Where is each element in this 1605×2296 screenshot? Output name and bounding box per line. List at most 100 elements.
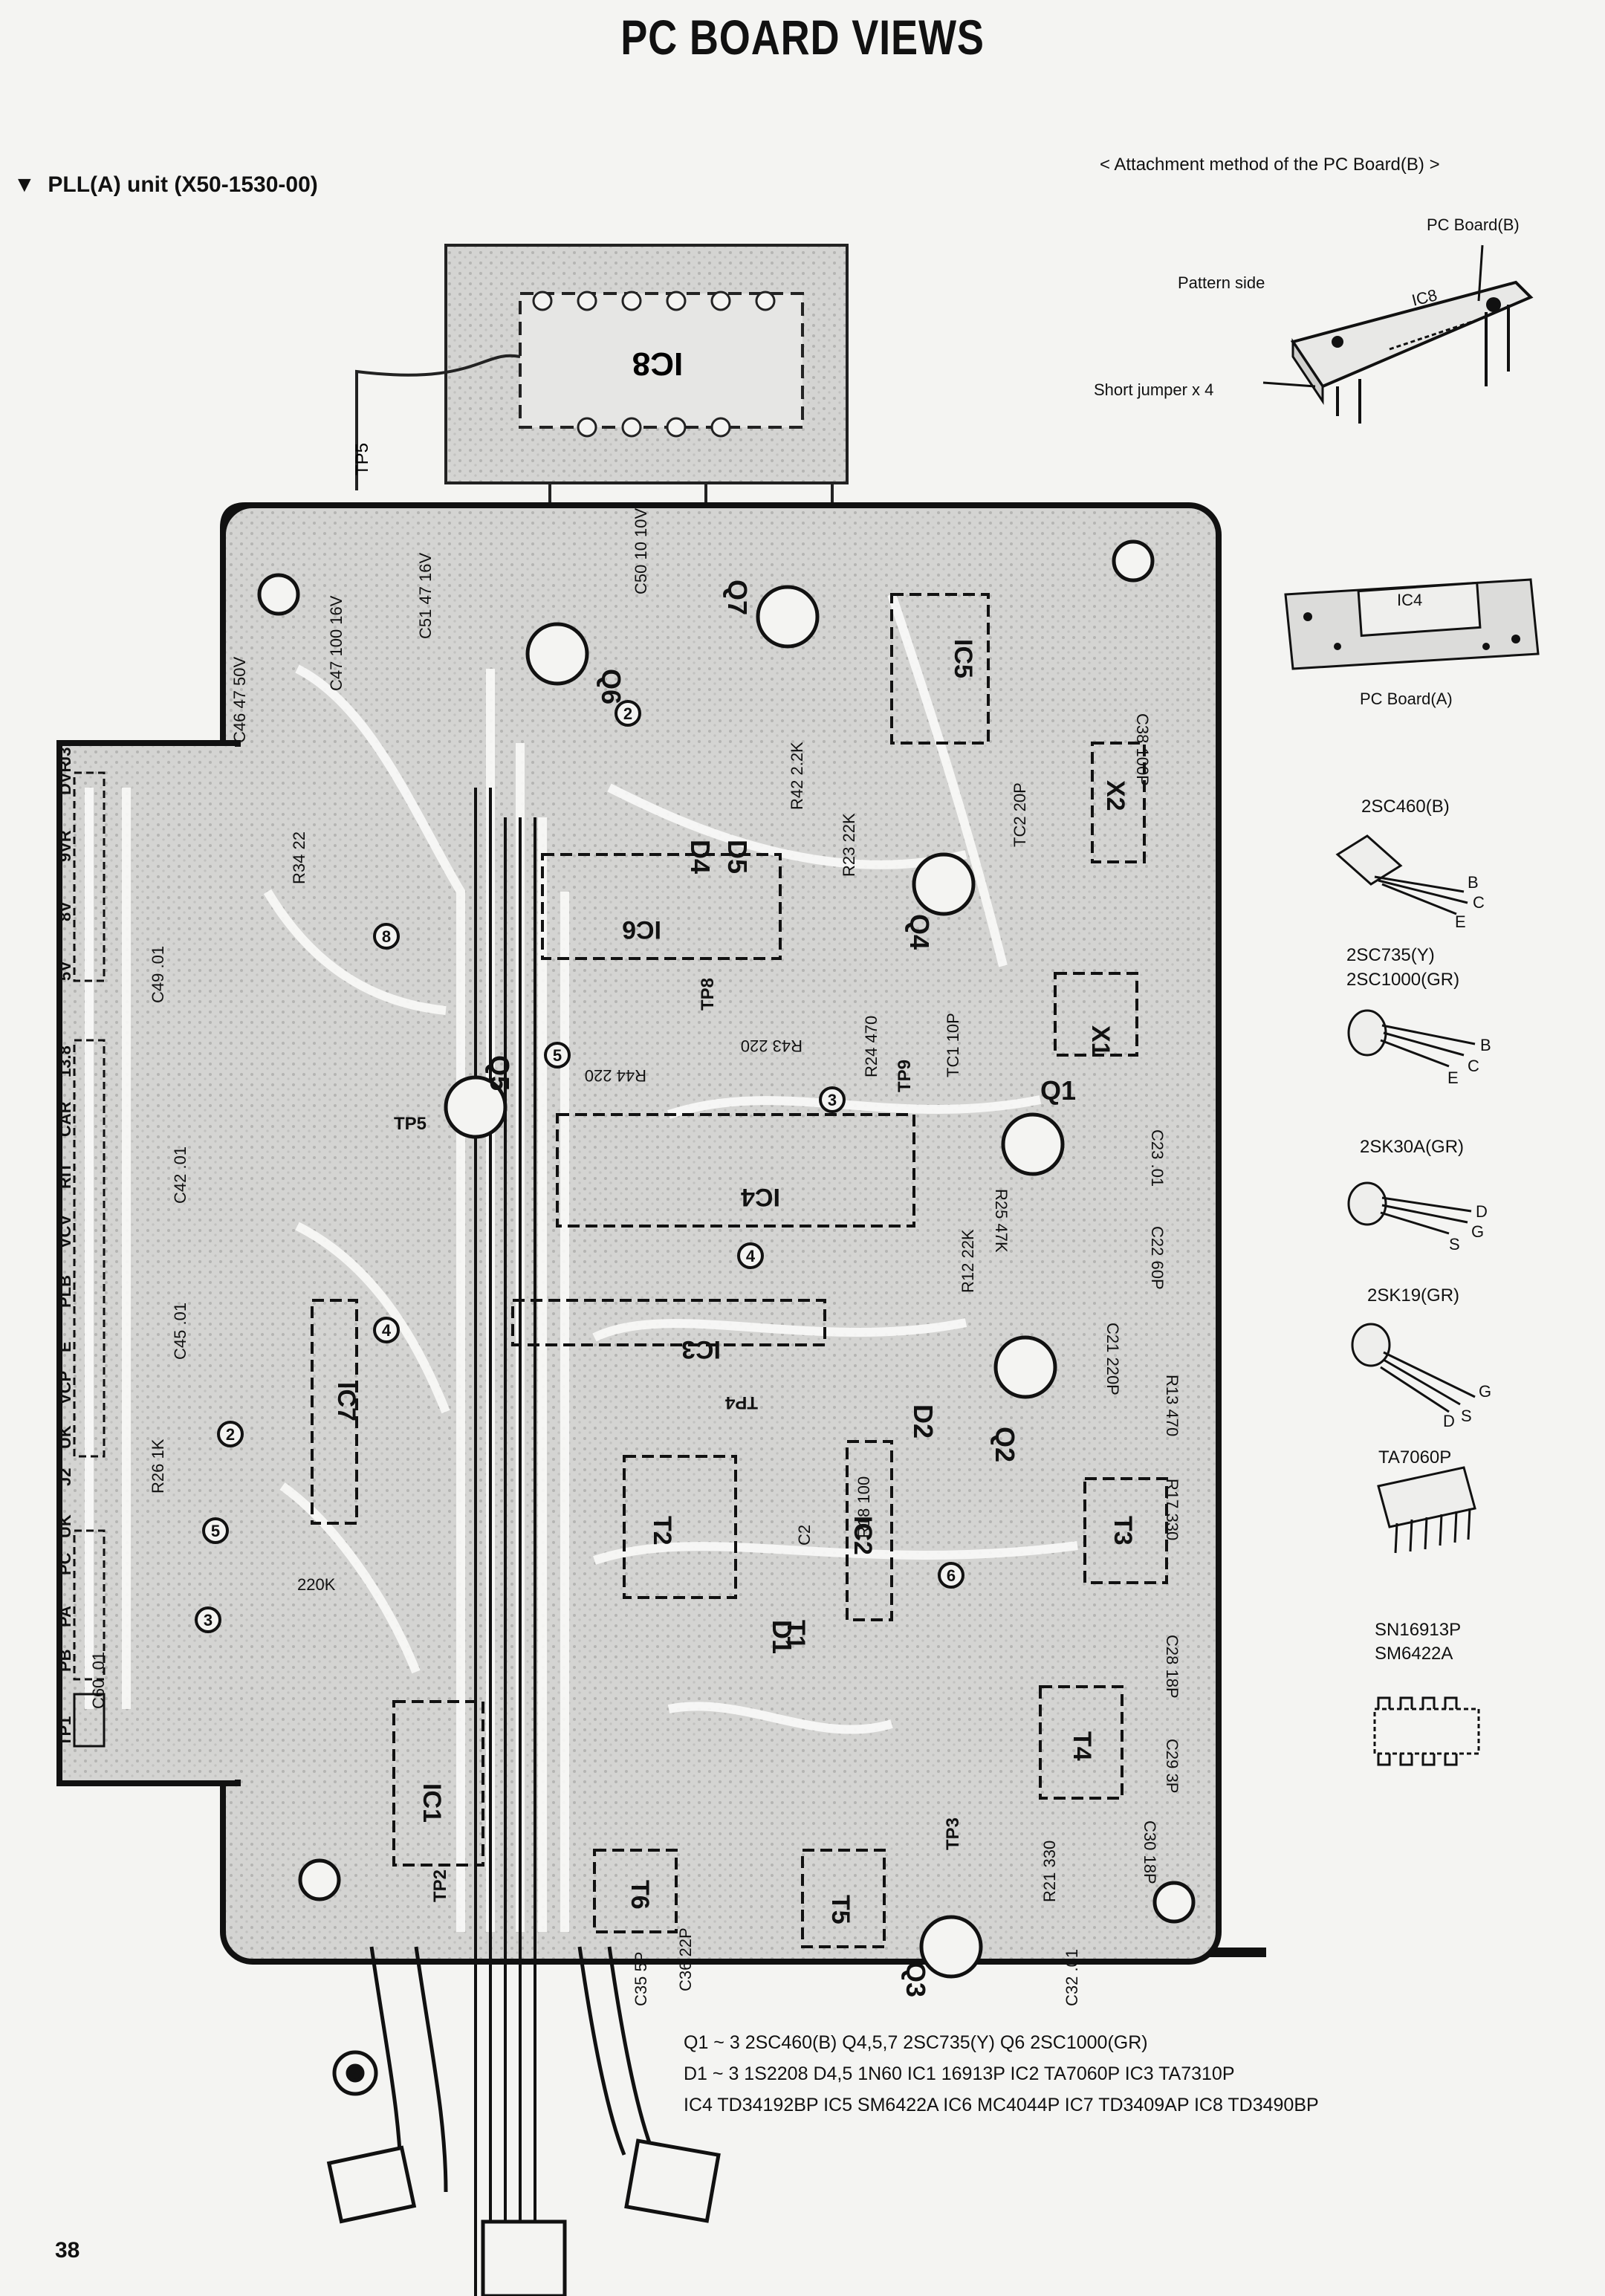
connector-strips (73, 771, 106, 1748)
svg-text:C42 .01: C42 .01 (171, 1147, 189, 1204)
svg-text:C49 .01: C49 .01 (149, 946, 167, 1003)
legend-line-1: Q1 ~ 3 2SC460(B) Q4,5,7 2SC735(Y) Q6 2SC… (684, 2032, 1148, 2053)
test-points: 23 54 56 38 24 (195, 700, 964, 1633)
svg-text:PC: PC (56, 1552, 74, 1575)
svg-text:IC8: IC8 (632, 346, 683, 382)
svg-text:IC6: IC6 (622, 915, 661, 944)
svg-text:C60 .01: C60 .01 (89, 1652, 108, 1709)
ic-labels: IC7 IC6 IC4 IC3 IC5 IC1 IC2 X2 X1 T3 T4 … (332, 639, 1137, 1924)
svg-text:TP8: TP8 (698, 978, 718, 1011)
pin-b-2sc460: B (1468, 873, 1479, 892)
svg-text:R42 2.2K: R42 2.2K (788, 742, 806, 810)
svg-text:R12 22K: R12 22K (959, 1229, 977, 1293)
pin-g-2sk30a: G (1471, 1222, 1485, 1241)
svg-text:3: 3 (828, 1091, 837, 1109)
pkg-ta7060p-icon (1377, 1466, 1476, 1554)
svg-text:C45 .01: C45 .01 (171, 1303, 189, 1360)
pc-board-a-label: PC Board(A) (1360, 690, 1453, 708)
svg-text:D1: D1 (767, 1620, 797, 1654)
svg-text:TP2: TP2 (430, 1869, 450, 1902)
pin-s-2sk19: S (1461, 1407, 1472, 1425)
pin-d-2sk30a: D (1476, 1202, 1488, 1221)
svg-text:R24 470: R24 470 (862, 1016, 881, 1077)
svg-text:Q5: Q5 (484, 1055, 515, 1091)
pc-board-a-sketch (1284, 578, 1540, 670)
wire-harness (369, 1946, 656, 2193)
pkg-dip-icon (1373, 1696, 1480, 1766)
svg-text:R34 22: R34 22 (290, 831, 308, 884)
svg-text:C32 .01: C32 .01 (1063, 1949, 1081, 2006)
svg-text:C51 47 16V: C51 47 16V (416, 552, 435, 639)
connector-labels: 5V 8V 9VR DVR J3 UK VCP E PLB VCV RIT CA… (56, 748, 74, 1746)
svg-text:TP3: TP3 (943, 1817, 963, 1850)
svg-text:R18 100: R18 100 (855, 1476, 873, 1538)
svg-text:Q3: Q3 (901, 1962, 931, 1997)
svg-text:3: 3 (204, 1611, 213, 1629)
svg-text:Q2: Q2 (990, 1427, 1020, 1462)
legend-line-2: D1 ~ 3 1S2208 D4,5 1N60 IC1 16913P IC2 T… (684, 2063, 1235, 2084)
svg-text:D2: D2 (908, 1404, 938, 1439)
svg-text:C36 22P: C36 22P (676, 1927, 695, 1991)
svg-text:PLB: PLB (56, 1275, 74, 1308)
svg-text:5: 5 (211, 1522, 220, 1540)
svg-text:J2: J2 (56, 1468, 74, 1486)
svg-text:R21 330: R21 330 (1040, 1841, 1059, 1902)
svg-text:T2: T2 (648, 1516, 676, 1546)
svg-text:X1: X1 (1086, 1025, 1115, 1057)
svg-text:R44 220: R44 220 (585, 1066, 646, 1085)
attachment-sketch (1262, 244, 1534, 424)
svg-text:UK: UK (56, 1514, 74, 1538)
svg-text:220K: 220K (297, 1575, 336, 1594)
svg-text:C35 5P: C35 5P (632, 1952, 650, 2006)
transistors (444, 585, 1065, 1979)
short-jumper-label: Short jumper x 4 (1094, 380, 1214, 399)
svg-text:9VR: 9VR (56, 830, 74, 862)
svg-text:T4: T4 (1068, 1731, 1096, 1761)
svg-text:Q7: Q7 (722, 580, 753, 615)
svg-text:VCP: VCP (56, 1371, 74, 1404)
svg-text:T3: T3 (1109, 1516, 1137, 1546)
svg-text:PA: PA (56, 1606, 74, 1627)
pin-b-2sc735: B (1480, 1036, 1491, 1054)
svg-text:T6: T6 (626, 1880, 654, 1910)
mounting-holes (257, 539, 1196, 1924)
svg-text:DVR: DVR (56, 760, 74, 795)
pin-c-2sc735: C (1468, 1057, 1479, 1075)
attachment-title: < Attachment method of the PC Board(B) > (1100, 155, 1440, 175)
svg-text:8V: 8V (56, 901, 74, 921)
svg-text:Q6: Q6 (596, 669, 626, 704)
svg-text:R25 47K: R25 47K (992, 1189, 1011, 1253)
svg-text:IC4: IC4 (741, 1183, 780, 1211)
svg-text:TP5: TP5 (352, 443, 372, 476)
svg-text:R17 330: R17 330 (1163, 1479, 1181, 1540)
svg-text:13.8: 13.8 (56, 1045, 74, 1077)
svg-text:C2: C2 (795, 1525, 814, 1546)
svg-text:C30 18P: C30 18P (1141, 1820, 1159, 1884)
harness-connectors (326, 2050, 721, 2296)
svg-text:2: 2 (226, 1425, 235, 1444)
pin-e-2sc460: E (1455, 912, 1466, 931)
pin-g-2sk19: G (1479, 1382, 1492, 1401)
svg-text:Q4: Q4 (904, 914, 935, 950)
svg-text:TC1 10P: TC1 10P (944, 1013, 962, 1077)
unit-title: ▼ PLL(A) unit (X50-1530-00) (13, 172, 318, 198)
wire-bundle (474, 788, 536, 2296)
svg-text:C29 3P: C29 3P (1163, 1739, 1181, 1793)
svg-text:5V: 5V (56, 961, 74, 981)
unit-marker: ▼ (13, 172, 36, 197)
pkg-ta7060p-label: TA7060P (1378, 1447, 1452, 1468)
svg-text:C28 18P: C28 18P (1163, 1635, 1181, 1699)
svg-text:D5: D5 (722, 840, 753, 874)
pkg-sm6422a-label: SM6422A (1375, 1644, 1453, 1664)
svg-text:R26 1K: R26 1K (149, 1439, 167, 1494)
svg-text:D4: D4 (685, 840, 716, 874)
pkg-2sc735-icon (1347, 1009, 1476, 1068)
pin-c-2sc460: C (1473, 893, 1485, 912)
svg-text:R23 22K: R23 22K (840, 813, 858, 877)
svg-text:CAR: CAR (56, 1101, 74, 1137)
svg-text:C21 220P: C21 220P (1103, 1323, 1122, 1395)
svg-text:Q1: Q1 (1040, 1075, 1076, 1106)
svg-text:C22 60P: C22 60P (1148, 1226, 1167, 1290)
svg-text:RIT: RIT (56, 1162, 74, 1189)
